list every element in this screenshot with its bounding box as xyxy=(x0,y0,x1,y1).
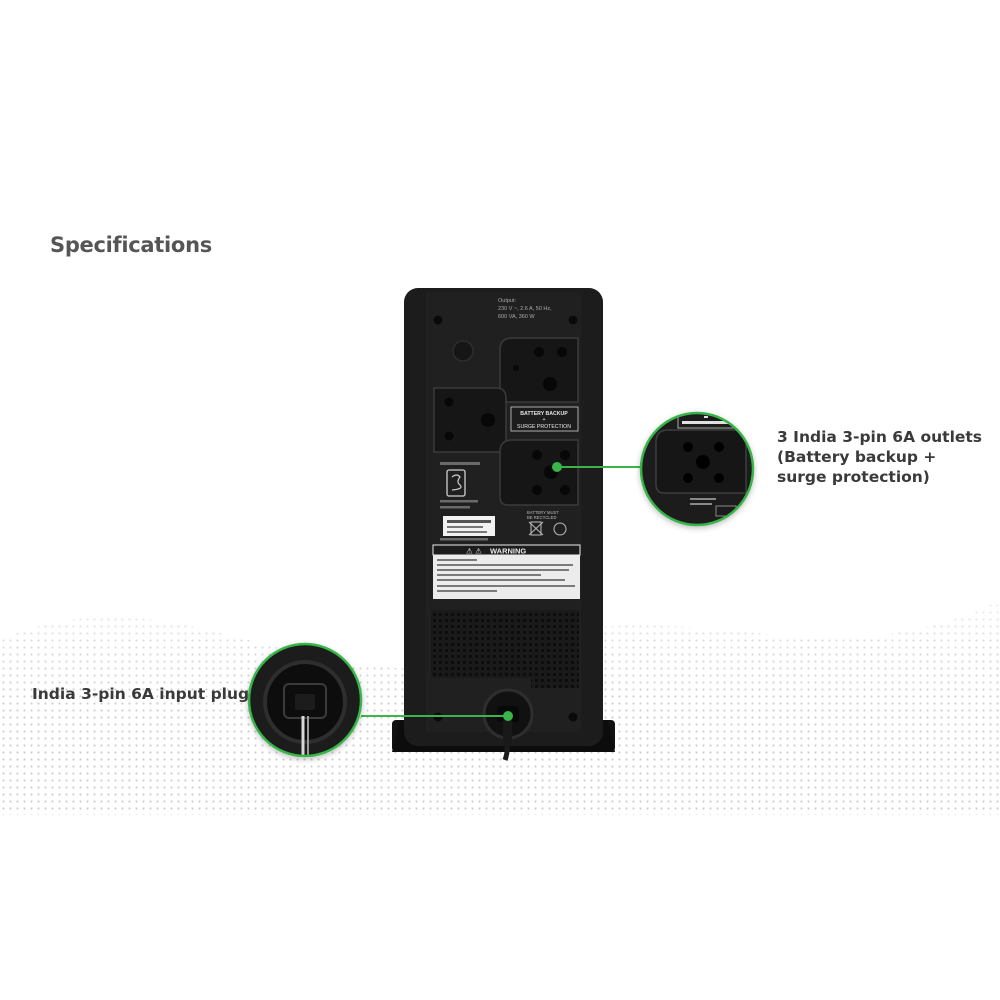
callout-input: India 3-pin 6A input plug xyxy=(32,685,250,703)
output-line-1: 230 V ~, 2.6 A, 50 Hz, xyxy=(498,306,552,312)
reset-button xyxy=(452,340,474,362)
screw xyxy=(568,712,578,722)
outlet-tag-line-1: BATTERY BACKUP xyxy=(520,411,568,417)
callout-outlets-line-1: 3 India 3-pin 6A outlets xyxy=(777,428,983,446)
recycle-icon xyxy=(528,521,567,536)
plug-zoom-circle xyxy=(247,642,363,758)
outlet-zoom-circle xyxy=(639,411,755,527)
certification-mark xyxy=(446,469,466,497)
battery-note-line-1: BATTERY MUST xyxy=(527,510,559,515)
ups-device: Output: 230 V ~, 2.6 A, 50 Hz, 600 VA, 3… xyxy=(392,288,615,761)
outlet-left xyxy=(433,387,507,453)
vent-grille xyxy=(431,610,579,678)
warning-text-lines xyxy=(437,559,575,592)
power-cable xyxy=(502,743,510,761)
warning-title: WARNING xyxy=(490,547,526,556)
page-title: Specifications xyxy=(50,233,212,257)
outlet-top-right xyxy=(499,337,579,403)
screw xyxy=(433,315,443,325)
callout-outlets-line-3: surge protection) xyxy=(777,468,930,486)
outlet-tag-line-2: + xyxy=(542,417,545,423)
vent-small xyxy=(531,678,579,688)
output-heading: Output: xyxy=(498,298,517,304)
screw xyxy=(568,315,578,325)
battery-note-line-2: BE RECYCLED xyxy=(527,515,557,520)
warning-icon: ⚠ ⚠ xyxy=(466,547,482,556)
callout-outlets-line-2: (Battery backup + xyxy=(777,448,937,466)
callout-outlets: 3 India 3-pin 6A outlets (Battery backup… xyxy=(777,427,987,487)
battery-backup-tag xyxy=(510,406,579,432)
outlet-tag-line-3: SURGE PROTECTION xyxy=(517,424,571,430)
output-line-2: 600 VA, 360 W xyxy=(498,314,535,320)
outlet-bottom-right xyxy=(499,439,579,506)
callout-connectors xyxy=(361,462,641,721)
